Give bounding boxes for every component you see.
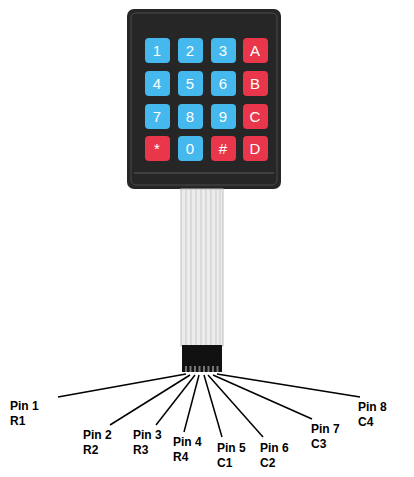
- pin-number: Pin 3: [133, 428, 162, 442]
- pin-number: Pin 2: [83, 428, 112, 442]
- keypad-key: 4: [145, 71, 170, 96]
- key-legend: *: [154, 140, 160, 157]
- keypad-key: D: [243, 136, 268, 161]
- key-legend: 0: [186, 140, 194, 157]
- keypad-key: 6: [211, 71, 236, 96]
- pin-number: Pin 8: [358, 400, 387, 414]
- connector-pins: [185, 366, 219, 372]
- signal-name: R1: [10, 414, 25, 428]
- signal-name: R3: [133, 443, 148, 457]
- signal-name: R2: [83, 443, 98, 457]
- keypad-body: [127, 9, 281, 189]
- keypad-key: #: [211, 136, 236, 161]
- key-legend: 3: [219, 42, 227, 59]
- key-legend: D: [250, 140, 261, 157]
- signal-name: C2: [260, 456, 275, 470]
- keypad-key: 3: [211, 38, 236, 63]
- keypad-key: B: [243, 71, 268, 96]
- signal-name: C4: [358, 415, 373, 429]
- key-legend: 5: [186, 75, 194, 92]
- key-legend: B: [250, 75, 260, 92]
- key-legend: 7: [153, 108, 161, 125]
- pin-number: Pin 7: [311, 422, 340, 436]
- pin-number: Pin 4: [173, 435, 202, 449]
- pin-number: Pin 5: [217, 441, 246, 455]
- ribbon-traces: [186, 189, 220, 346]
- keypad-key: 0: [178, 136, 203, 161]
- key-legend: A: [250, 42, 260, 59]
- key-legend: 6: [219, 75, 227, 92]
- keypad-key: *: [145, 136, 170, 161]
- keypad-key: 1: [145, 38, 170, 63]
- signal-name: R4: [173, 450, 188, 464]
- signal-name: C1: [217, 456, 232, 470]
- keypad-key: 2: [178, 38, 203, 63]
- key-legend: #: [219, 140, 227, 157]
- keypad-key: 7: [145, 104, 170, 129]
- key-legend: 8: [186, 108, 194, 125]
- keypad-key: A: [243, 38, 268, 63]
- leader-lines: [58, 374, 360, 437]
- key-legend: C: [250, 108, 261, 125]
- key-legend: 2: [186, 42, 194, 59]
- keypad-key: C: [243, 104, 268, 129]
- pin-number: Pin 6: [260, 441, 289, 455]
- keypad-key: 8: [178, 104, 203, 129]
- key-legend: 9: [219, 108, 227, 125]
- ribbon-cable: [181, 189, 223, 346]
- keypad-key: 5: [178, 71, 203, 96]
- keypad-key: 9: [211, 104, 236, 129]
- keypad-bezel: [131, 13, 277, 185]
- key-legend: 4: [153, 75, 161, 92]
- keypad-seam: [134, 173, 274, 174]
- key-legend: 1: [153, 42, 161, 59]
- pin-number: Pin 1: [10, 399, 39, 413]
- connector-housing: [182, 345, 222, 372]
- signal-name: C3: [311, 437, 326, 451]
